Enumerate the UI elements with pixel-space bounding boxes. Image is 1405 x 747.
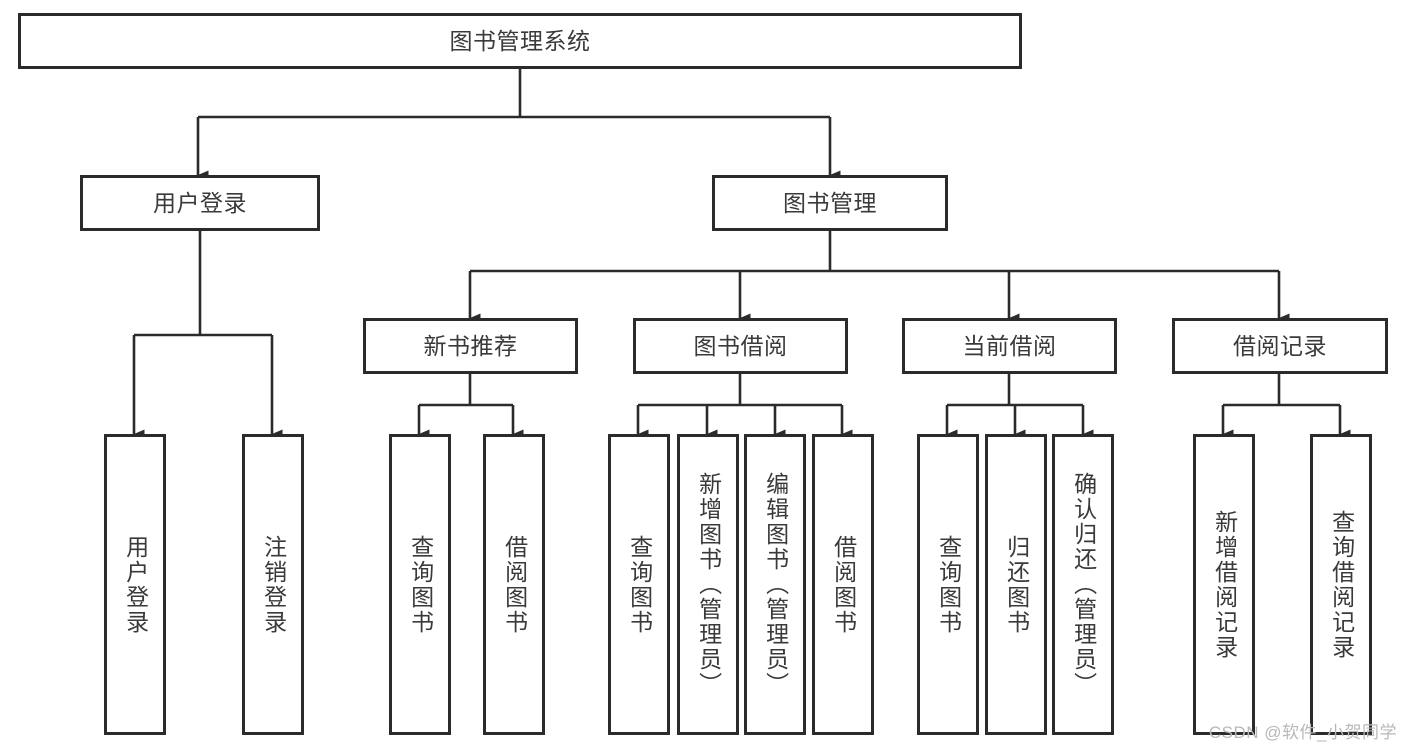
level3-node-label: 借阅记录 xyxy=(1233,332,1327,359)
leaf-node-box[interactable]: 借阅图书 xyxy=(483,434,545,735)
leaf-node-box[interactable]: 注销登录 xyxy=(242,434,304,735)
leaf-node-label: 查询借阅记录 xyxy=(1328,509,1355,660)
leaf-node-label: 用户登录 xyxy=(122,534,149,635)
level3-node-box[interactable]: 借阅记录 xyxy=(1172,318,1388,374)
leaf-node-box[interactable]: 查询借阅记录 xyxy=(1310,434,1372,735)
leaf-node-label: 借阅图书 xyxy=(830,534,857,635)
leaf-node-label: 注销登录 xyxy=(260,534,287,635)
leaf-node-box[interactable]: 确认归还（管理员） xyxy=(1052,434,1114,735)
leaf-node-box[interactable]: 借阅图书 xyxy=(812,434,874,735)
root-node-box[interactable]: 图书管理系统 xyxy=(18,13,1022,69)
leaf-node-label: 查询图书 xyxy=(935,534,962,635)
leaf-node-box[interactable]: 用户登录 xyxy=(104,434,166,735)
level2-node-box[interactable]: 用户登录 xyxy=(80,175,320,231)
leaf-node-box[interactable]: 查询图书 xyxy=(608,434,670,735)
level2-node-label: 用户登录 xyxy=(153,189,247,216)
level3-node-box[interactable]: 图书借阅 xyxy=(633,318,848,374)
leaf-node-box[interactable]: 归还图书 xyxy=(985,434,1047,735)
level2-node-label: 图书管理 xyxy=(783,189,877,216)
leaf-node-label: 借阅图书 xyxy=(501,534,528,635)
level3-node-label: 当前借阅 xyxy=(962,332,1057,359)
edge-group xyxy=(132,69,1351,439)
leaf-node-label: 新增借阅记录 xyxy=(1211,509,1238,660)
leaf-node-box[interactable]: 编辑图书（管理员） xyxy=(744,434,806,735)
leaf-node-label: 确认归还（管理员） xyxy=(1070,472,1097,697)
leaf-node-box[interactable]: 查询图书 xyxy=(389,434,451,735)
leaf-node-label: 查询图书 xyxy=(626,534,653,635)
csdn-watermark: CSDN @软件_小贺同学 xyxy=(1208,723,1397,742)
leaf-node-label: 归还图书 xyxy=(1003,534,1030,635)
level3-node-box[interactable]: 当前借阅 xyxy=(902,318,1117,374)
level3-node-label: 新书推荐 xyxy=(423,332,518,359)
level2-node-box[interactable]: 图书管理 xyxy=(712,175,948,231)
level3-node-box[interactable]: 新书推荐 xyxy=(363,318,578,374)
leaf-node-box[interactable]: 新增图书（管理员） xyxy=(677,434,739,735)
root-node-label: 图书管理系统 xyxy=(449,27,591,54)
leaf-node-box[interactable]: 新增借阅记录 xyxy=(1193,434,1255,735)
leaf-node-label: 新增图书（管理员） xyxy=(695,472,722,697)
leaf-node-box[interactable]: 查询图书 xyxy=(917,434,979,735)
leaf-node-label: 编辑图书（管理员） xyxy=(762,472,789,697)
leaf-node-label: 查询图书 xyxy=(407,534,434,635)
level3-node-label: 图书借阅 xyxy=(693,332,788,359)
